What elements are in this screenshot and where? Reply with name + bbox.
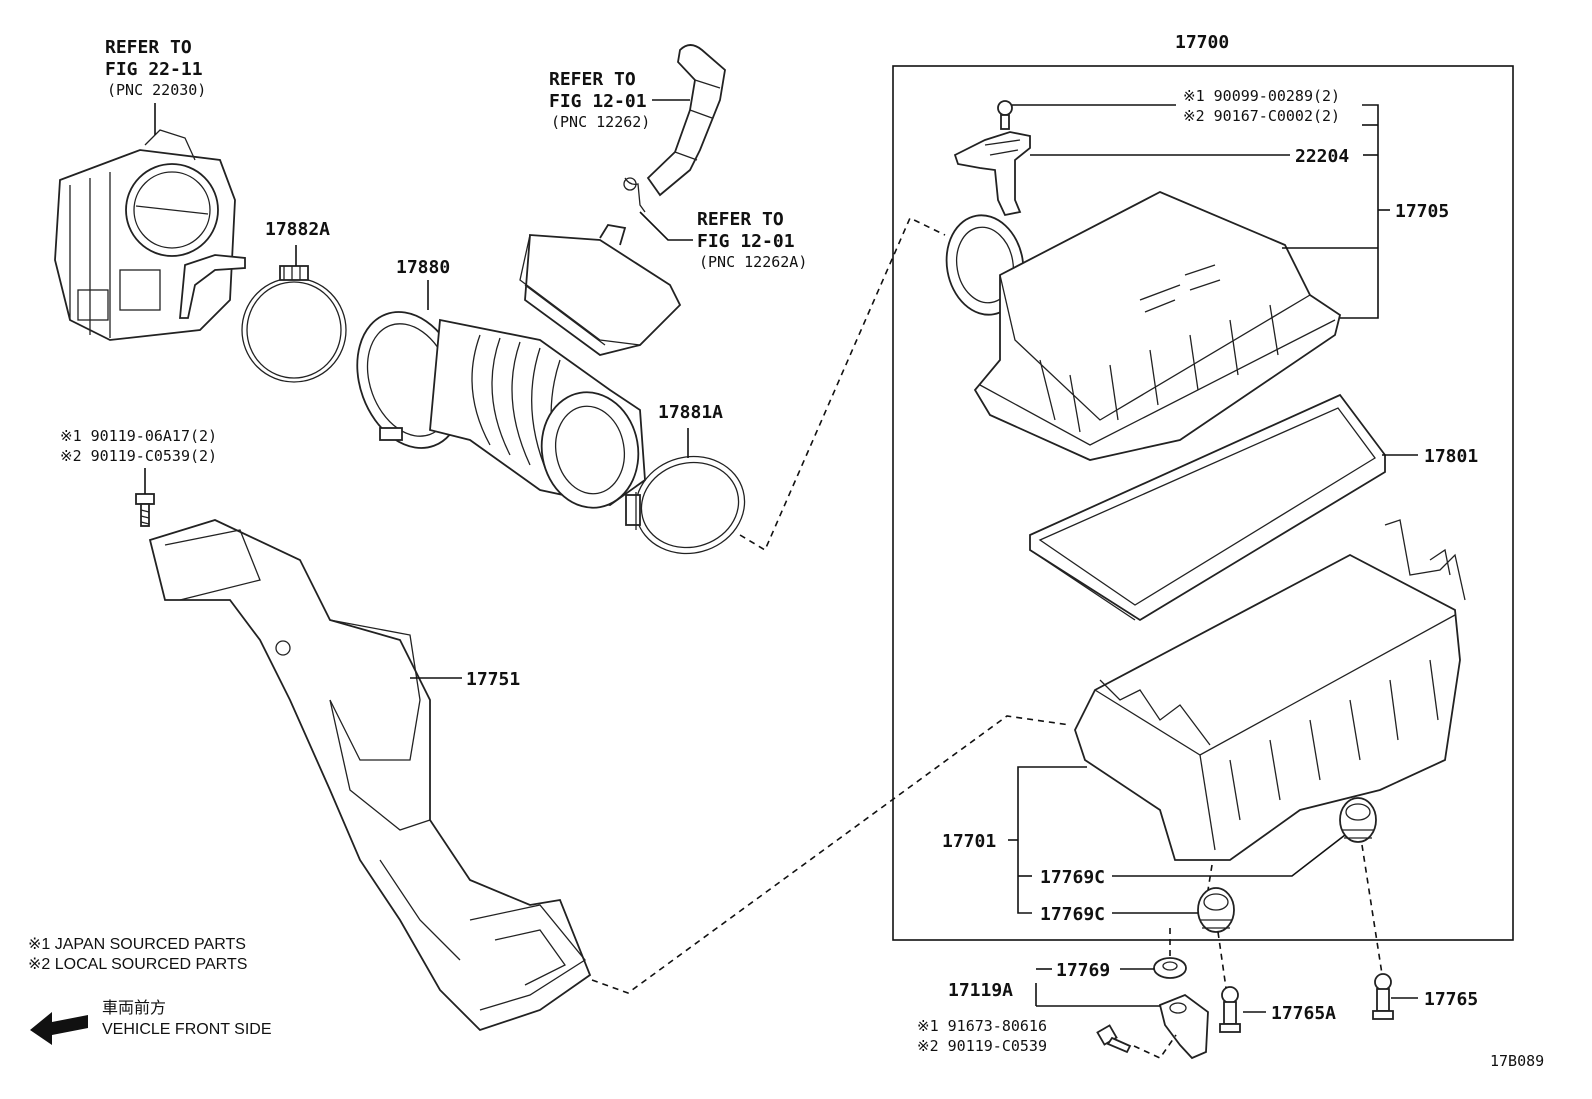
bolt-top-2: ※2 90167-C0002(2) xyxy=(1183,107,1340,125)
bolt-bottom-2: ※2 90119-C0539 xyxy=(917,1037,1047,1055)
bolt-left-1: ※1 90119-06A17(2) xyxy=(60,427,217,445)
breather-hose-drawing xyxy=(623,44,726,213)
pin-17765a-drawing xyxy=(1219,986,1241,1033)
filter-17801-drawing xyxy=(1029,393,1386,622)
leader-lines xyxy=(144,99,1418,1060)
resonator-drawing xyxy=(519,224,682,356)
label-17705: 17705 xyxy=(1395,201,1449,222)
grommet-17769c-b-drawing xyxy=(1197,887,1235,933)
label-17765: 17765 xyxy=(1424,989,1478,1010)
legend-japan-sourced: ※1 JAPAN SOURCED PARTS xyxy=(28,936,246,953)
vehicle-front-arrow-icon xyxy=(30,1012,88,1045)
label-17701: 17701 xyxy=(942,831,996,852)
legend-front-jp: 車両前方 xyxy=(102,999,166,1017)
clamp-17881a-drawing xyxy=(625,455,746,555)
inlet-hose-17880-drawing xyxy=(356,311,646,509)
legend-local-sourced: ※2 LOCAL SOURCED PARTS xyxy=(28,956,247,973)
legend-front-en: VEHICLE FRONT SIDE xyxy=(102,1021,272,1038)
label-17751: 17751 xyxy=(466,669,520,690)
label-17769c-b: 17769C xyxy=(1040,904,1105,925)
upper-case-17705-drawing xyxy=(945,191,1342,461)
label-17801: 17801 xyxy=(1424,446,1478,467)
lower-case-17701-drawing xyxy=(1074,519,1466,861)
label-17769: 17769 xyxy=(1056,960,1110,981)
label-17119a: 17119A xyxy=(948,980,1013,1001)
ref-12-01-b-line3: (PNC 12262A) xyxy=(699,253,807,271)
bottom-bolt-drawing xyxy=(1096,1024,1132,1054)
ref-12-01-a-line3: (PNC 12262) xyxy=(551,113,650,131)
bolt-bottom-1: ※1 91673-80616 xyxy=(917,1017,1047,1035)
label-17769c-a: 17769C xyxy=(1040,867,1105,888)
ref-12-01-a-line1: REFER TO xyxy=(549,69,636,90)
ref-12-01-b-line2: FIG 12-01 xyxy=(697,231,795,252)
ref-22-11-line2: FIG 22-11 xyxy=(105,59,203,80)
throttle-body-drawing xyxy=(54,129,246,341)
label-17765a: 17765A xyxy=(1271,1003,1336,1024)
ref-22-11-line3: (PNC 22030) xyxy=(107,81,206,99)
clamp-17882a-drawing xyxy=(241,265,347,383)
bolt-top-1: ※1 90099-00289(2) xyxy=(1183,87,1340,105)
label-22204: 22204 xyxy=(1295,146,1349,167)
bracket-17119a-drawing xyxy=(1158,993,1209,1060)
figure-code: 17B089 xyxy=(1490,1052,1544,1070)
left-bolt-drawing xyxy=(135,493,155,527)
ref-22-11-line1: REFER TO xyxy=(105,37,192,58)
washer-17769-drawing xyxy=(1153,957,1187,979)
ref-12-01-b-line1: REFER TO xyxy=(697,209,784,230)
assembly-frame-17700 xyxy=(892,65,1514,941)
grommet-17769c-a-drawing xyxy=(1339,797,1377,843)
label-17881a: 17881A xyxy=(658,402,723,423)
air-flow-sensor-drawing xyxy=(953,100,1031,217)
intake-duct-17751-drawing xyxy=(148,519,592,1032)
ref-12-01-a-line2: FIG 12-01 xyxy=(549,91,647,112)
label-17880: 17880 xyxy=(396,257,450,278)
pin-17765-drawing xyxy=(1372,973,1394,1020)
label-17882a: 17882A xyxy=(265,219,330,240)
bolt-left-2: ※2 90119-C0539(2) xyxy=(60,447,217,465)
label-17700: 17700 xyxy=(1175,32,1229,53)
